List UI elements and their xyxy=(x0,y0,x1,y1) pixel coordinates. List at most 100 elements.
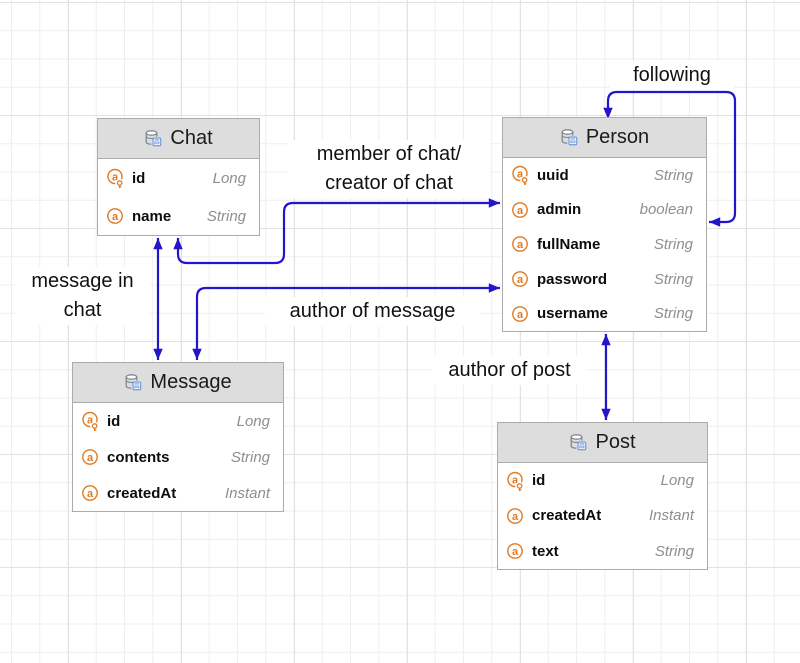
field-type: Instant xyxy=(648,507,694,525)
edge-following[interactable] xyxy=(603,90,737,227)
field-name: fullName xyxy=(537,235,601,253)
field-name: id xyxy=(532,472,546,490)
edge-label-author-of-message: author of message xyxy=(265,297,480,326)
database-table-icon xyxy=(144,129,163,148)
field-name: id xyxy=(132,169,146,187)
field-name: username xyxy=(537,305,608,323)
field-name: id xyxy=(107,412,121,430)
field-row[interactable]: a password String xyxy=(503,262,706,297)
field-type: Instant xyxy=(224,484,270,502)
attribute-icon: a xyxy=(511,234,531,254)
edge-label-line: message in xyxy=(31,270,134,292)
field-type: Long xyxy=(212,169,246,187)
field-row[interactable]: a createdAt Instant xyxy=(73,475,283,511)
entity-post[interactable]: Post a id Long xyxy=(497,422,708,570)
database-table-icon xyxy=(124,373,143,392)
entity-title: Chat xyxy=(170,127,213,149)
field-type: String xyxy=(230,448,270,466)
edge-label-line: author of post xyxy=(448,359,571,381)
svg-text:a: a xyxy=(512,511,519,523)
edge-author-of-message[interactable] xyxy=(192,283,500,360)
field-row[interactable]: a id Long xyxy=(73,403,283,439)
attribute-icon: a xyxy=(511,304,531,324)
attribute-primary-key-icon: a xyxy=(106,168,126,188)
svg-text:a: a xyxy=(517,309,524,321)
attribute-icon: a xyxy=(81,447,101,467)
field-type: String xyxy=(653,270,693,288)
edge-label-member-of-chat: member of chat/ creator of chat xyxy=(288,140,490,198)
attribute-primary-key-icon: a xyxy=(506,471,526,491)
svg-text:a: a xyxy=(517,239,524,251)
entity-message[interactable]: Message a id Long xyxy=(72,362,284,512)
entity-header: Chat xyxy=(98,119,259,159)
attribute-icon: a xyxy=(511,269,531,289)
field-name: name xyxy=(132,207,172,225)
field-list: a uuid String a admin boolean xyxy=(503,158,706,331)
edge-label-author-of-post: author of post xyxy=(432,356,587,385)
edge-label-message-in-chat: message in chat xyxy=(15,267,150,325)
edge-label-line: following xyxy=(633,64,711,86)
field-name: admin xyxy=(537,201,582,219)
edge-label-line: chat xyxy=(63,299,102,321)
field-row[interactable]: a createdAt Instant xyxy=(498,498,707,533)
entity-header: Post xyxy=(498,423,707,463)
field-type: String xyxy=(653,305,693,323)
field-type: String xyxy=(653,235,693,253)
svg-text:a: a xyxy=(87,452,94,464)
field-name: text xyxy=(532,542,559,560)
edge-label-line: creator of chat xyxy=(325,172,453,194)
field-row[interactable]: a fullName String xyxy=(503,227,706,262)
field-type: Long xyxy=(660,472,694,490)
svg-text:a: a xyxy=(87,488,94,500)
edge-label-following: following xyxy=(610,61,734,90)
attribute-icon: a xyxy=(81,483,101,503)
svg-text:a: a xyxy=(87,414,94,426)
svg-text:a: a xyxy=(517,274,524,286)
edge-member-of-chat[interactable] xyxy=(173,198,500,265)
field-row[interactable]: a admin boolean xyxy=(503,193,706,228)
entity-header: Message xyxy=(73,363,283,403)
svg-text:a: a xyxy=(112,211,119,223)
field-name: password xyxy=(537,270,608,288)
field-row[interactable]: a uuid String xyxy=(503,158,706,193)
field-row[interactable]: a id Long xyxy=(498,463,707,498)
attribute-icon: a xyxy=(511,200,531,220)
edge-label-line: member of chat/ xyxy=(316,143,462,165)
entity-title: Post xyxy=(595,431,636,453)
entity-header: Person xyxy=(503,118,706,158)
field-name: createdAt xyxy=(532,507,602,525)
field-type: String xyxy=(653,166,693,184)
database-table-icon xyxy=(569,433,588,452)
svg-text:a: a xyxy=(517,205,524,217)
field-list: a id Long a contents String xyxy=(73,403,283,511)
field-type: String xyxy=(654,542,694,560)
field-row[interactable]: a id Long xyxy=(98,159,259,197)
entity-title: Message xyxy=(150,371,232,393)
attribute-icon: a xyxy=(506,541,526,561)
field-row[interactable]: a contents String xyxy=(73,439,283,475)
attribute-icon: a xyxy=(506,506,526,526)
field-name: contents xyxy=(107,448,170,466)
svg-text:a: a xyxy=(112,171,119,183)
attribute-primary-key-icon: a xyxy=(511,165,531,186)
database-table-icon xyxy=(560,128,579,147)
svg-text:a: a xyxy=(512,474,519,486)
svg-text:a: a xyxy=(517,169,524,181)
field-name: uuid xyxy=(537,166,569,184)
svg-text:a: a xyxy=(512,546,519,558)
field-row[interactable]: a username String xyxy=(503,296,706,331)
attribute-icon: a xyxy=(106,206,126,226)
field-row[interactable]: a name String xyxy=(98,197,259,235)
edge-label-line: author of message xyxy=(289,300,456,322)
field-type: boolean xyxy=(639,201,693,219)
field-row[interactable]: a text String xyxy=(498,534,707,569)
field-type: Long xyxy=(236,412,270,430)
attribute-primary-key-icon: a xyxy=(81,411,101,431)
entity-person[interactable]: Person a uuid String xyxy=(502,117,707,332)
field-type: String xyxy=(206,207,246,225)
entity-chat[interactable]: Chat a id Long xyxy=(97,118,260,236)
field-list: a id Long a createdAt Instant xyxy=(498,463,707,569)
entity-title: Person xyxy=(585,126,650,148)
